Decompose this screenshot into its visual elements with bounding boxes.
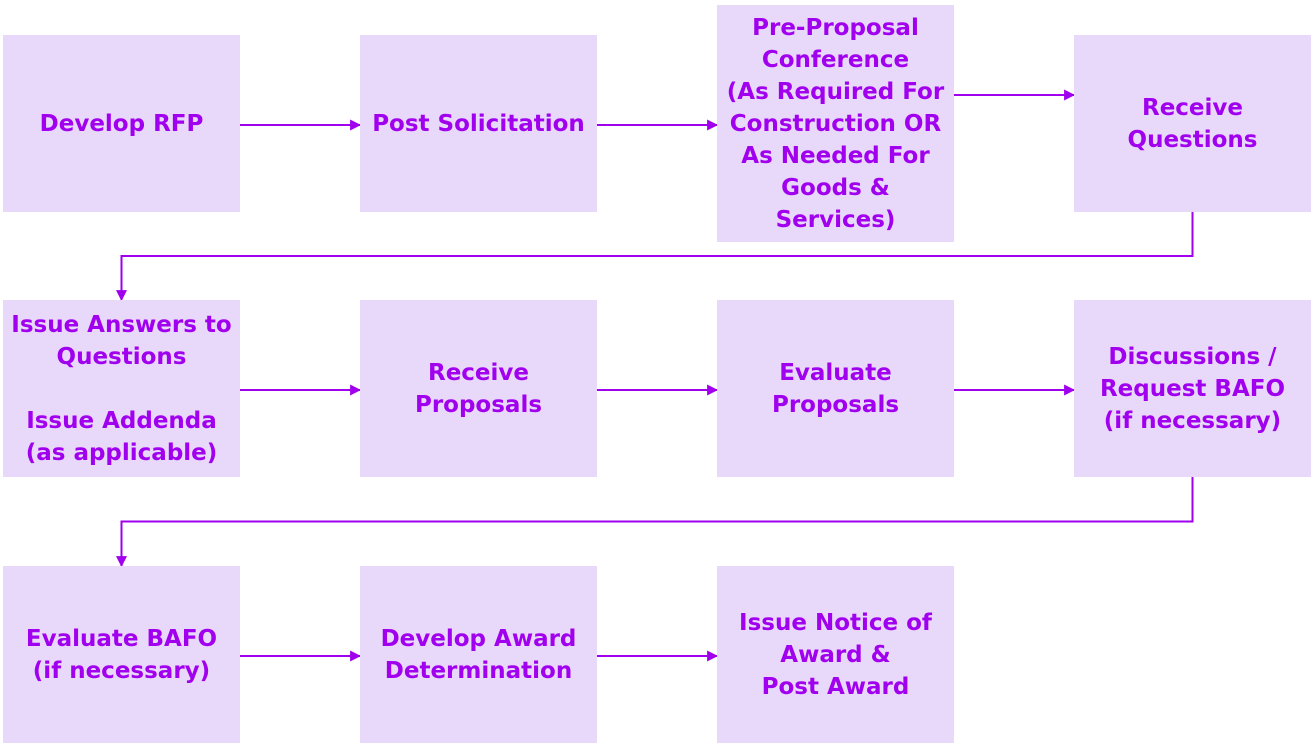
- step-evaluate-bafo: Evaluate BAFO (if necessary): [3, 566, 240, 743]
- step-develop-award-determination: Develop Award Determination: [360, 566, 597, 743]
- step-label: Receive Questions: [1127, 94, 1258, 153]
- step-pre-proposal-conference: Pre-Proposal Conference (As Required For…: [717, 5, 954, 242]
- step-develop-rfp: Develop RFP: [3, 35, 240, 212]
- step-label: Issue Notice of Award & Post Award: [739, 609, 932, 700]
- step-label: Develop RFP: [39, 110, 204, 137]
- step-label: Evaluate Proposals: [771, 359, 900, 418]
- step-label: Issue Answers to Questions Issue Addenda…: [11, 311, 232, 466]
- step-label: Evaluate BAFO (if necessary): [25, 625, 218, 684]
- step-receive-proposals: Receive Proposals: [360, 300, 597, 477]
- step-post-solicitation: Post Solicitation: [360, 35, 597, 212]
- step-label: Discussions / Request BAFO (if necessary…: [1099, 343, 1286, 434]
- step-receive-questions: Receive Questions: [1074, 35, 1311, 212]
- step-discussions-request-bafo: Discussions / Request BAFO (if necessary…: [1074, 300, 1311, 477]
- step-issue-answers-addenda: Issue Answers to Questions Issue Addenda…: [3, 300, 240, 477]
- step-label: Pre-Proposal Conference (As Required For…: [726, 14, 945, 233]
- step-label: Develop Award Determination: [380, 625, 577, 684]
- connector-arrow-n4-n5: [116, 212, 1194, 302]
- step-label: Receive Proposals: [414, 359, 543, 418]
- connector-arrow-n8-n9: [116, 477, 1194, 568]
- step-issue-notice-of-award: Issue Notice of Award & Post Award: [717, 566, 954, 743]
- step-label: Post Solicitation: [372, 110, 585, 137]
- step-evaluate-proposals: Evaluate Proposals: [717, 300, 954, 477]
